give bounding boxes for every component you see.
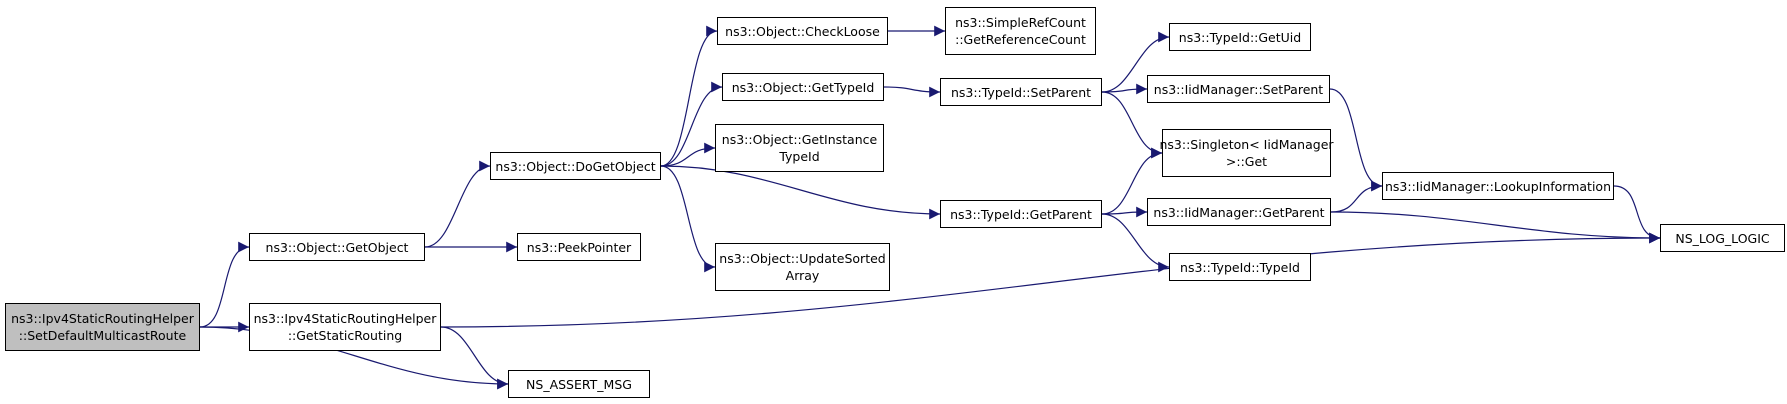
node-label-line: ns3::TypeId::TypeId [1180, 259, 1300, 275]
node-label-line: ns3::Object::GetObject [265, 239, 409, 255]
edge-isetparent-to-lookup [1329, 88, 1383, 192]
node-igetparent[interactable]: ns3::IidManager::GetParent [1147, 198, 1331, 226]
edge-tsetparent-to-isetparent [1101, 83, 1148, 95]
node-dogetobject[interactable]: ns3::Object::DoGetObject [490, 152, 661, 180]
node-label-line: ns3::Object::GetTypeId [731, 79, 875, 95]
node-label-line: ns3::Object::GetInstance [721, 132, 878, 147]
edge-tgetparent-to-singleton [1101, 147, 1163, 215]
edge-dogetobject-to-updsorted [660, 165, 716, 273]
node-label-line: NS_LOG_LOGIC [1675, 230, 1770, 246]
node-nslog[interactable]: NS_LOG_LOGIC [1660, 224, 1785, 252]
edge-getstatic-to-assert [440, 326, 509, 390]
node-tsetparent[interactable]: ns3::TypeId::SetParent [940, 78, 1102, 106]
node-getobject[interactable]: ns3::Object::GetObject [249, 233, 425, 261]
edge-gettypeid-to-tsetparent [883, 86, 941, 98]
node-label-line: ns3::PeekPointer [526, 239, 632, 255]
node-checkloose[interactable]: ns3::Object::CheckLoose [717, 17, 888, 45]
node-label-line: ns3::Ipv4StaticRoutingHelper [253, 311, 437, 326]
node-isetparent[interactable]: ns3::IidManager::SetParent [1147, 75, 1330, 103]
node-label-line: TypeId [779, 149, 820, 164]
node-label-line: ns3::IidManager::GetParent [1153, 204, 1325, 220]
node-label-line: ns3::Object::DoGetObject [495, 158, 656, 174]
node-label-line: >::Get [1225, 154, 1268, 169]
node-label-line: ns3::IidManager::LookupInformation [1384, 178, 1611, 194]
node-getuid[interactable]: ns3::TypeId::GetUid [1169, 23, 1311, 51]
node-gettypeid[interactable]: ns3::Object::GetTypeId [722, 73, 884, 101]
node-assert[interactable]: NS_ASSERT_MSG [508, 370, 650, 398]
edge-root-to-getobject [199, 241, 250, 328]
edge-getstatic-to-nslog [440, 232, 1661, 328]
edge-igetparent-to-lookup [1330, 180, 1383, 213]
node-label-line: ns3::TypeId::GetParent [950, 206, 1092, 222]
edge-igetparent-to-nslog [1330, 211, 1661, 244]
node-label-line: ns3::IidManager::SetParent [1153, 81, 1324, 97]
node-tgetparent[interactable]: ns3::TypeId::GetParent [940, 200, 1102, 228]
edge-dogetobject-to-gettypeid [660, 81, 723, 167]
node-lookup[interactable]: ns3::IidManager::LookupInformation [1382, 172, 1614, 200]
edge-root-to-assert [199, 326, 509, 390]
edge-dogetobject-to-tgetparent [660, 165, 941, 220]
edge-dogetobject-to-checkloose [660, 25, 718, 167]
node-label-line: NS_ASSERT_MSG [526, 376, 632, 392]
edge-tsetparent-to-getuid [1101, 31, 1170, 93]
node-label-line: ns3::Ipv4StaticRoutingHelper [11, 311, 194, 326]
node-label-line: Array [785, 268, 820, 283]
node-label-line: ns3::Object::CheckLoose [725, 23, 880, 39]
node-label-line: ns3::SimpleRefCount [955, 15, 1086, 30]
node-peek[interactable]: ns3::PeekPointer [517, 233, 641, 261]
node-singleton[interactable]: ns3::Singleton< IidManager >::Get [1159, 129, 1334, 177]
node-label-line: ns3::Singleton< IidManager [1159, 137, 1334, 152]
node-label-line: ::SetDefaultMulticastRoute [18, 328, 187, 343]
node-getrefcount[interactable]: ns3::SimpleRefCount::GetReferenceCount [945, 7, 1096, 55]
node-label-line: ns3::TypeId::GetUid [1178, 29, 1302, 45]
edge-getobject-to-dogetobject [424, 160, 491, 248]
edge-tgetparent-to-igetparent [1101, 206, 1148, 218]
edge-lookup-to-nslog [1613, 185, 1661, 244]
node-root: ns3::Ipv4StaticRoutingHelper::SetDefault… [5, 303, 200, 351]
node-label-line: ns3::Object::UpdateSorted [719, 251, 886, 266]
node-label-line: ns3::TypeId::SetParent [950, 84, 1092, 100]
node-typeid[interactable]: ns3::TypeId::TypeId [1169, 253, 1311, 281]
edge-tgetparent-to-typeid [1101, 213, 1170, 273]
node-getstatic[interactable]: ns3::Ipv4StaticRoutingHelper::GetStaticR… [249, 303, 441, 351]
node-label-line: ::GetReferenceCount [955, 32, 1086, 47]
node-label-line: ::GetStaticRouting [287, 328, 403, 343]
